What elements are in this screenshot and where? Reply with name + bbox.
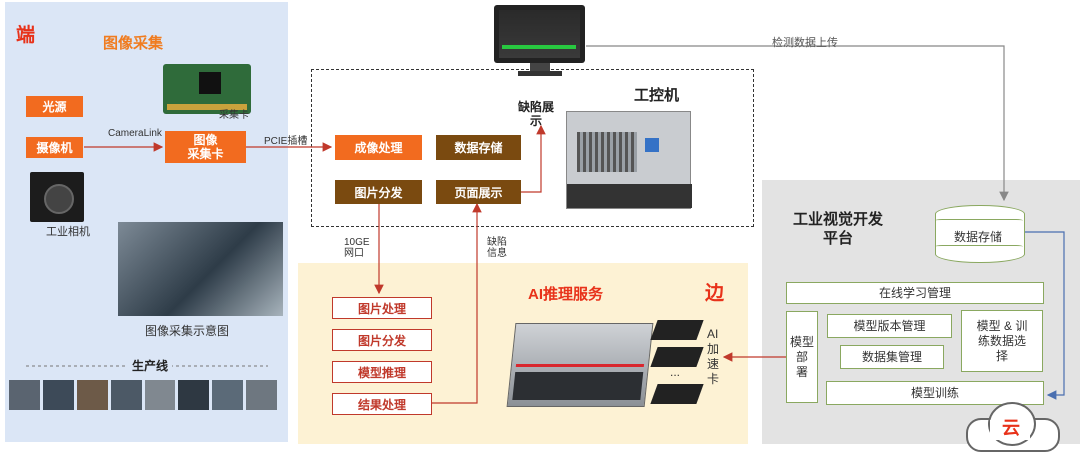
upload-label: 检测数据上传 [772,37,838,49]
model-training-box: 模型训练 [826,381,1044,405]
platform-title: 工业视觉开发 平台 [793,211,884,247]
data-storage-box: 数据存储 [436,135,521,160]
ai-card-image-3 [650,384,704,404]
step-result-processing: 结果处理 [332,393,432,415]
server-image [506,323,654,407]
monitor-icon [494,5,585,76]
db-storage-label: 数据存储 [954,230,1003,244]
cameralink-label: CameraLink [108,128,162,139]
endpoint-label: 端 [16,25,36,46]
online-learning-box: 在线学习管理 [786,282,1044,304]
capture-card-image [163,64,251,114]
image-capture-title: 图像采集 [103,35,164,52]
image-distribution-box: 图片分发 [335,180,422,204]
ai-card-image-2 [650,347,704,367]
step-model-inference: 模型推理 [332,361,432,383]
industrial-camera-image [30,172,84,222]
step-image-processing: 图片处理 [332,297,432,319]
cloud-label: 云 [1002,418,1020,438]
production-line-images [9,380,277,410]
ipc-chassis-image [566,111,692,209]
dataset-box: 数据集管理 [840,345,944,369]
ai-inference-title: AI推理服务 [528,286,604,303]
light-source-box: 光源 [26,96,83,117]
imaging-box: 成像处理 [335,135,422,160]
production-line-title: 生产线 [128,357,173,374]
database-icon [935,205,1025,263]
defect-display-label: 缺陷展 示 [518,100,555,128]
camera-box: 摄像机 [26,137,83,158]
capture-card-box: 图像 采集卡 [165,131,246,163]
ipc-title: 工控机 [634,87,680,104]
ai-card-image-1 [650,320,704,340]
model-data-select-box: 模型 & 训 练数据选 择 [961,310,1043,372]
step-image-distribution: 图片分发 [332,329,432,351]
capture-scene-image [118,222,283,316]
model-version-box: 模型版本管理 [827,314,952,338]
capture-diagram-caption: 图像采集示意图 [145,324,230,338]
model-deploy-box: 模型 部 署 [786,311,818,403]
defect-info-label: 缺陷 信息 [487,237,507,259]
industrial-camera-label: 工业相机 [46,226,90,238]
page-display-box: 页面展示 [436,180,521,204]
edge-label: 边 [705,283,725,304]
capture-card-label: 采集卡 [219,110,249,121]
ai-card-dots: ... [670,365,681,379]
net-port-label: 10GE 网口 [344,237,370,259]
ai-accelerator-label: AI 加 速 卡 [707,327,720,386]
pcie-label: PCIE插槽 [264,136,308,147]
